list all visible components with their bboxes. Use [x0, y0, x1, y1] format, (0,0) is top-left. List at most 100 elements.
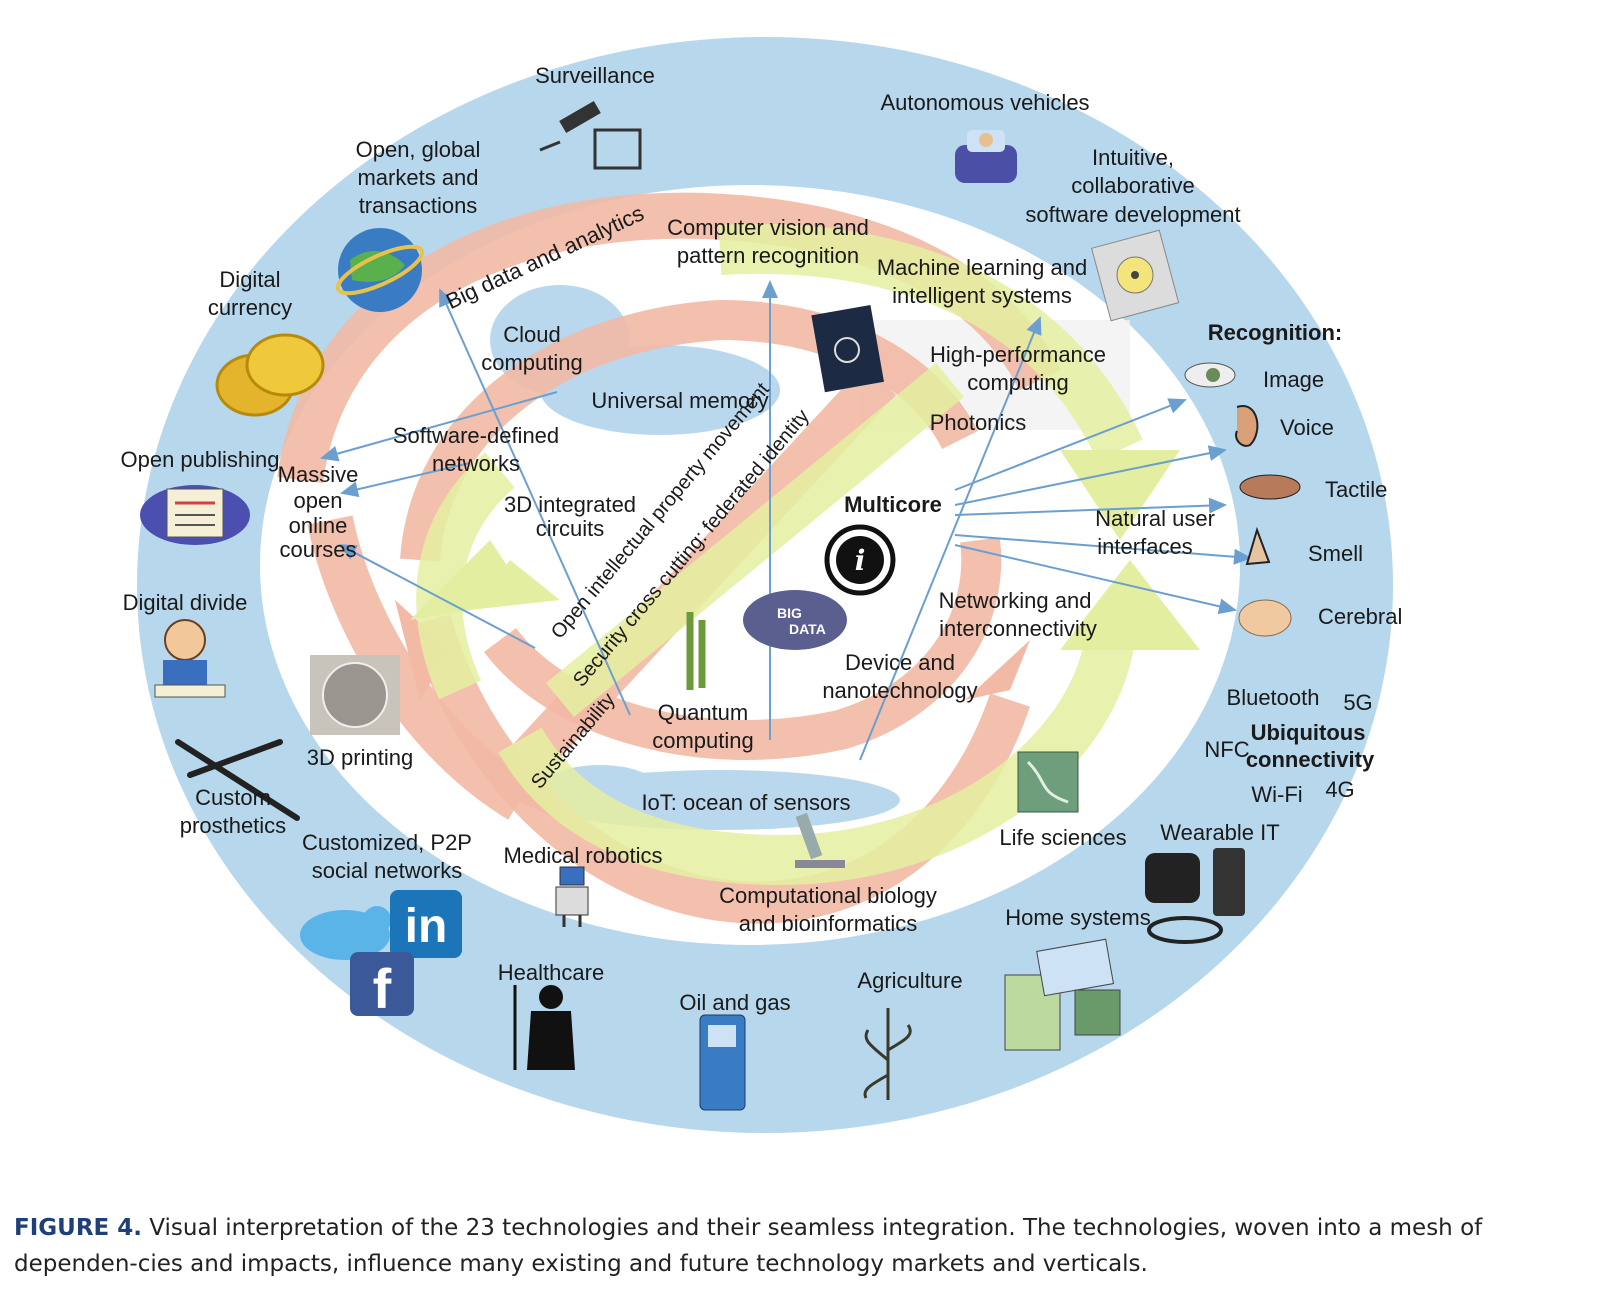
label-recognition-cerebral: Cerebral [1318, 604, 1402, 629]
label-digital-currency-2: currency [208, 295, 292, 320]
caption-label: FIGURE 4. [14, 1215, 142, 1241]
big-data-word-2: DATA [789, 621, 826, 637]
yellow-swirl [416, 223, 1143, 886]
label-3d-integrated-2: circuits [536, 516, 604, 541]
label-recognition-voice: Voice [1280, 415, 1334, 440]
label-photonics: Photonics [930, 410, 1027, 435]
label-sdn-1: Software-defined [393, 423, 559, 448]
label-intuitive-3: software development [1025, 202, 1240, 227]
label-open-publishing: Open publishing [120, 447, 279, 472]
label-machine-learning-1: Machine learning and [877, 255, 1087, 280]
label-sdn-2: networks [432, 451, 520, 476]
label-customized-p2p-2: social networks [312, 858, 462, 883]
globe-icon [335, 228, 425, 312]
label-open-global-2: markets and [357, 165, 478, 190]
label-quantum-1: Quantum [658, 700, 749, 725]
label-agriculture: Agriculture [857, 968, 962, 993]
label-cloud-2: computing [481, 350, 583, 375]
linkedin-icon: in [390, 890, 462, 958]
figure-caption: FIGURE 4. Visual interpretation of the 2… [14, 1210, 1574, 1282]
label-digital-currency-1: Digital [219, 267, 280, 292]
svg-text:in: in [405, 900, 448, 953]
label-4g: 4G [1325, 777, 1354, 802]
label-computer-vision-1: Computer vision and [667, 215, 869, 240]
robot-icon [555, 866, 589, 927]
info-icon: i [824, 524, 896, 596]
label-digital-divide: Digital divide [123, 590, 248, 615]
surveillance-camera-icon [539, 100, 642, 170]
label-machine-learning-2: intelligent systems [892, 283, 1072, 308]
label-home-systems: Home systems [1005, 905, 1150, 930]
passport-icon [811, 304, 884, 393]
nose-icon [1245, 526, 1271, 566]
label-mooc-1: Massive [278, 462, 359, 487]
label-life-sciences: Life sciences [999, 825, 1126, 850]
bamboo-icon [686, 612, 706, 690]
svg-text:i: i [855, 544, 866, 577]
label-wifi: Wi-Fi [1251, 782, 1302, 807]
label-surveillance: Surveillance [535, 63, 655, 88]
microscope-icon [795, 812, 845, 868]
yellow-arrowheads [410, 450, 1200, 650]
label-hpc-1: High-performance [930, 342, 1106, 367]
label-computer-vision-2: pattern recognition [677, 243, 859, 268]
dna-icon [1017, 751, 1079, 813]
label-mooc-4: courses [279, 537, 356, 562]
software-cd-icon [1091, 229, 1180, 322]
label-custom-prosthetics-1: Custom [195, 785, 271, 810]
ear-icon [1235, 405, 1259, 447]
label-open-global-1: Open, global [356, 137, 481, 162]
label-intuitive-1: Intuitive, [1092, 145, 1174, 170]
brain-icon [1238, 599, 1292, 637]
label-natural-ui-2: interfaces [1097, 534, 1192, 559]
hand-icon [1239, 474, 1301, 500]
svg-text:f: f [373, 957, 392, 1020]
big-data-word-1: BIG [777, 605, 802, 621]
label-nfc: NFC [1204, 737, 1249, 762]
label-recognition-tactile: Tactile [1325, 477, 1387, 502]
label-iot: IoT: ocean of sensors [641, 790, 850, 815]
label-comp-bio-1: Computational biology [719, 883, 937, 908]
eye-icon [1184, 362, 1236, 388]
label-comp-bio-2: and bioinformatics [739, 911, 918, 936]
label-quantum-2: computing [652, 728, 754, 753]
big-data-cloud-icon: BIG DATA [743, 590, 847, 650]
label-multicore: Multicore [844, 492, 942, 517]
label-universal-memory: Universal memory [591, 388, 768, 413]
label-bluetooth: Bluetooth [1227, 685, 1320, 710]
label-open-global-3: transactions [359, 193, 478, 218]
connector-lines [320, 280, 1252, 761]
child-studying-icon [154, 619, 226, 698]
label-device-nano-2: nanotechnology [822, 678, 977, 703]
corn-plant-icon [863, 1008, 912, 1100]
label-medical-robotics: Medical robotics [504, 843, 663, 868]
label-ubiquitous-2: connectivity [1246, 747, 1375, 772]
label-mooc-2: open [294, 488, 343, 513]
newspaper-icon [140, 485, 250, 545]
label-recognition-image: Image [1263, 367, 1324, 392]
label-3d-printing: 3D printing [307, 745, 413, 770]
twitter-icon [300, 906, 391, 960]
wearable-watch-phone-icon [1145, 848, 1245, 944]
label-customized-p2p-1: Customized, P2P [302, 830, 472, 855]
label-natural-ui-1: Natural user [1095, 506, 1215, 531]
label-networking-1: Networking and [939, 588, 1092, 613]
home-appliances-icon [1004, 938, 1121, 1051]
label-ubiquitous-1: Ubiquitous [1251, 720, 1366, 745]
facebook-icon: f [350, 952, 414, 1020]
coins-icon [215, 333, 325, 417]
label-hpc-2: computing [967, 370, 1069, 395]
label-cloud-1: Cloud [503, 322, 560, 347]
label-recognition-smell: Smell [1308, 541, 1363, 566]
crutches-icon [175, 739, 300, 821]
label-custom-prosthetics-2: prosthetics [180, 813, 286, 838]
label-recognition-title: Recognition: [1208, 320, 1342, 345]
label-mooc-3: online [289, 513, 348, 538]
caption-text: Visual interpretation of the 23 technolo… [14, 1215, 1483, 1277]
technology-diagram: i BIG DATA in f [120, 37, 1402, 1133]
patient-iv-icon [513, 985, 575, 1070]
fuel-pump-icon [699, 1014, 746, 1111]
label-healthcare: Healthcare [498, 960, 604, 985]
label-oil-and-gas: Oil and gas [679, 990, 790, 1015]
label-5g: 5G [1343, 690, 1372, 715]
